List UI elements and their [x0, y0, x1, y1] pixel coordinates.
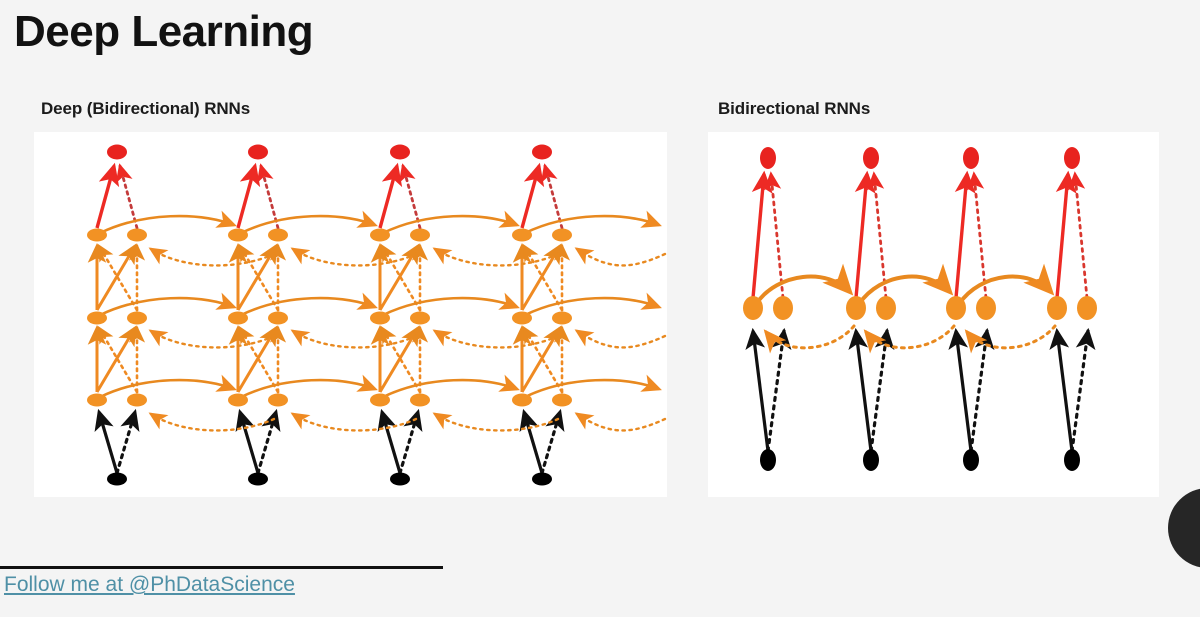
output-node — [248, 144, 268, 160]
input-to-hidden-edges-t1 — [94, 408, 140, 475]
hidden-node — [552, 228, 572, 242]
hidden-to-output-edges-t2 — [236, 162, 280, 230]
input-node — [760, 449, 776, 471]
output-node — [1064, 147, 1080, 169]
output-nodes — [107, 144, 552, 160]
hidden-node — [512, 311, 532, 325]
hidden-node — [87, 228, 107, 242]
hidden-node — [127, 311, 147, 325]
hidden2-to-hidden3-edges-t1 — [87, 242, 146, 312]
hidden-node — [410, 228, 430, 242]
hidden-node — [228, 228, 248, 242]
diagram-bidirectional-rnns — [708, 132, 1159, 497]
page-title: Deep Learning — [14, 7, 314, 56]
hidden-node — [127, 393, 147, 407]
input-node — [963, 449, 979, 471]
output-nodes — [760, 147, 1080, 169]
hidden-to-output-edges-t1 — [95, 162, 139, 230]
hidden-to-output-edges-t3 — [954, 170, 988, 300]
hidden-node — [87, 311, 107, 325]
hidden-node — [512, 228, 532, 242]
input-to-hidden-edges-t4 — [519, 408, 565, 475]
hidden-node — [773, 296, 793, 320]
input-to-hidden-edges-t2 — [235, 408, 281, 475]
hidden-to-output-edges-t3 — [378, 162, 422, 230]
output-node — [390, 144, 410, 160]
hidden2-to-hidden3-edges-t3 — [370, 242, 429, 312]
forward-recurrent-edges — [754, 263, 1055, 306]
bidirectional-rnn-edges — [745, 170, 1096, 453]
hidden1-to-hidden2-edges-t1 — [87, 324, 146, 394]
diagram-deep-bidirectional-rnns — [34, 132, 667, 497]
hidden-node — [743, 296, 763, 320]
backward-recurrent-edges — [148, 247, 667, 432]
hidden-to-output-edges-t1 — [751, 170, 785, 300]
hidden-to-output-edges-t4 — [520, 162, 564, 230]
hidden-node — [846, 296, 866, 320]
input-nodes — [107, 472, 552, 486]
deep-rnn-edges — [87, 162, 571, 475]
hidden-node — [1047, 296, 1067, 320]
panel-heading-bidirectional: Bidirectional RNNs — [718, 99, 871, 118]
output-node — [963, 147, 979, 169]
hidden-node — [268, 228, 288, 242]
panel-heading-deep-bidirectional: Deep (Bidirectional) RNNs — [41, 99, 251, 118]
input-to-hidden-edges-t3 — [948, 327, 995, 453]
hidden-node — [552, 393, 572, 407]
backward-recurrent-edges — [763, 324, 1057, 354]
hidden1-to-hidden2-edges-t4 — [512, 324, 571, 394]
hidden-node — [512, 393, 532, 407]
input-to-hidden-edges-t3 — [377, 408, 423, 475]
deep-bidirectional-rnn-svg — [87, 144, 667, 486]
hidden-node — [370, 228, 390, 242]
hidden-node — [127, 228, 147, 242]
bidirectional-rnn-svg — [743, 147, 1097, 471]
hidden-node — [552, 311, 572, 325]
hidden1-to-hidden2-edges-t2 — [228, 324, 287, 394]
hidden-node — [1077, 296, 1097, 320]
hidden-node — [370, 311, 390, 325]
hidden-node — [87, 393, 107, 407]
hidden-node — [410, 311, 430, 325]
hidden-node — [228, 311, 248, 325]
input-node — [107, 472, 127, 486]
hidden-node — [876, 296, 896, 320]
input-node — [863, 449, 879, 471]
hidden-node — [976, 296, 996, 320]
hidden1-to-hidden2-edges-t3 — [370, 324, 429, 394]
avatar[interactable] — [1168, 488, 1200, 568]
footer-divider — [0, 566, 443, 569]
hidden-to-output-edges-t4 — [1055, 170, 1089, 300]
follow-link[interactable]: Follow me at @PhDataScience — [4, 573, 295, 596]
input-node — [248, 472, 268, 486]
input-node — [532, 472, 552, 486]
hidden2-to-hidden3-edges-t4 — [512, 242, 571, 312]
hidden-nodes — [743, 296, 1097, 320]
hidden-node — [268, 393, 288, 407]
input-to-hidden-edges-t4 — [1049, 327, 1096, 453]
input-to-hidden-edges-t2 — [848, 327, 895, 453]
input-nodes — [760, 449, 1080, 471]
hidden-to-output-edges-t2 — [854, 170, 888, 300]
hidden-nodes — [87, 228, 572, 407]
hidden-node — [410, 393, 430, 407]
output-node — [107, 144, 127, 160]
hidden-node — [228, 393, 248, 407]
hidden-node — [370, 393, 390, 407]
hidden-node — [268, 311, 288, 325]
hidden-node — [946, 296, 966, 320]
output-node — [863, 147, 879, 169]
input-node — [1064, 449, 1080, 471]
hidden2-to-hidden3-edges-t2 — [228, 242, 287, 312]
output-node — [532, 144, 552, 160]
forward-recurrent-edges — [99, 210, 662, 399]
input-to-hidden-edges-t1 — [745, 327, 792, 453]
input-node — [390, 472, 410, 486]
output-node — [760, 147, 776, 169]
